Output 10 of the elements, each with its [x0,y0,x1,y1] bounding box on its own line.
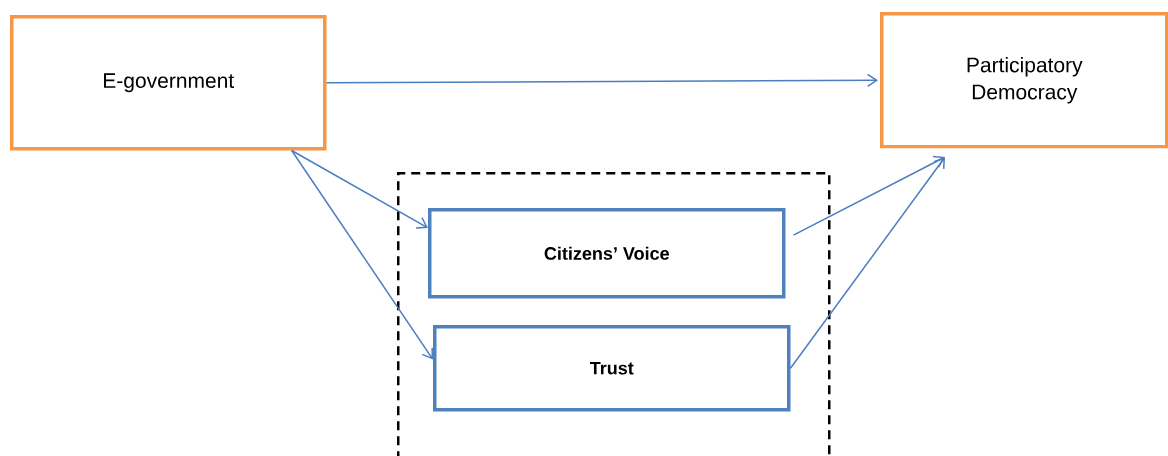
mediator-box: Citizens’ Voice [428,208,786,299]
arrow [789,157,945,369]
arrow [290,149,433,360]
dashed-group-box [397,172,831,456]
arrow [325,73,878,88]
concept-box: E-government [10,15,327,151]
mediator-box: Trust [433,325,791,412]
concept-box: Participatory Democracy [880,12,1168,149]
arrow [792,155,945,236]
arrow [290,149,428,229]
